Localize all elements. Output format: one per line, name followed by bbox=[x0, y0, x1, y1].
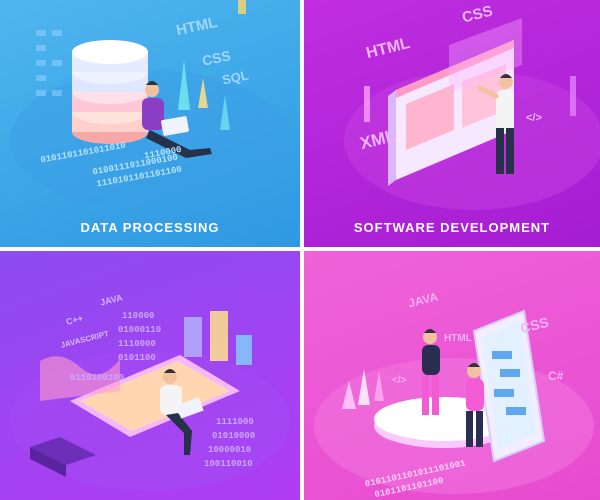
binary-line: 1111000 bbox=[216, 417, 254, 427]
binary-line: 110000 bbox=[122, 311, 155, 321]
binary-line: 0110100100 bbox=[70, 373, 125, 383]
analytics-panel: C++ JAVA JAVASCRIPT 110000 01000110 1110… bbox=[0, 251, 300, 500]
binary-line: 0101100 bbox=[118, 353, 156, 363]
binary-line: 01010000 bbox=[212, 431, 256, 441]
software-development-illustration bbox=[344, 18, 600, 210]
binary-line: 10000010 bbox=[208, 445, 252, 455]
analytics-illustration bbox=[10, 311, 290, 491]
binary-line: 100110010 bbox=[204, 459, 253, 469]
binary-line: 01000110 bbox=[118, 325, 162, 335]
mobile-dev-illustration bbox=[314, 309, 594, 494]
software-development-caption: SOFTWARE DEVELOPMENT bbox=[353, 220, 551, 235]
binary-line: 1110000 bbox=[118, 339, 156, 349]
code-tag: </> bbox=[392, 375, 407, 386]
software-development-panel: HTML CSS XML </> SOFTWARE DEVELOPMENT bbox=[304, 0, 600, 247]
code-tag: </> bbox=[526, 112, 542, 124]
mobile-dev-panel: JAVA HTML CSS </> C# 0101101101011101001… bbox=[304, 251, 600, 500]
html-tag: HTML bbox=[444, 333, 472, 344]
data-processing-caption: DATA PROCESSING bbox=[80, 220, 220, 235]
data-processing-illustration bbox=[10, 0, 290, 210]
data-processing-panel: HTML CSS SQL 0101101101011010 0100111011… bbox=[0, 0, 300, 247]
csharp-tag: C# bbox=[548, 369, 564, 383]
